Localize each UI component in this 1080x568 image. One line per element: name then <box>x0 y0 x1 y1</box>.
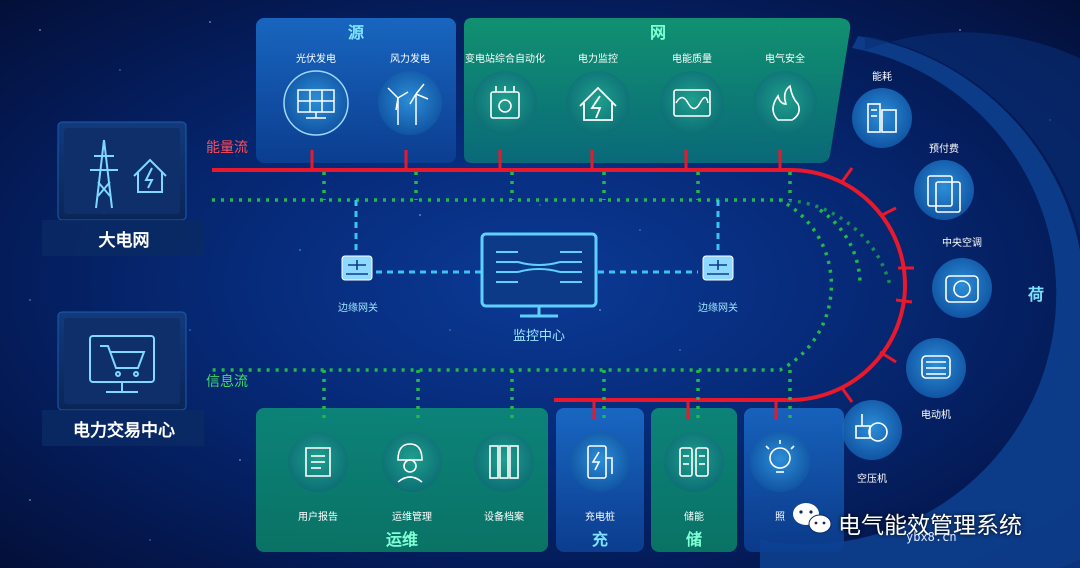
storage-item-label: 储能 <box>684 510 704 523</box>
fire-icon <box>772 84 800 121</box>
solar-panel-icon <box>297 89 335 119</box>
energy-storage-icon-bg <box>664 432 724 492</box>
battery-icon <box>679 447 709 477</box>
substation-icon <box>490 86 520 119</box>
source-item-label: 风力发电 <box>390 52 430 65</box>
worker-helmet-icon <box>397 443 423 483</box>
shopping-cart-icon <box>89 335 155 393</box>
buildings-icon <box>867 103 897 133</box>
source-header: 源 <box>348 23 364 42</box>
solar-panel-icon-bg <box>283 70 349 136</box>
ops-management-icon-bg <box>382 432 442 492</box>
source-item-label: 光伏发电 <box>296 52 336 65</box>
router-arrows-icon <box>346 260 368 275</box>
lighting-icon-bg <box>750 432 810 492</box>
edge-gateway-right: 边缘网关 <box>698 255 738 314</box>
grid-item-label: 电能质量 <box>672 52 712 65</box>
air-conditioner-icon <box>945 275 979 303</box>
watermark-site: ybx8.cn <box>906 530 957 544</box>
trading-center-box: 电力交易中心 <box>42 311 204 446</box>
transmission-tower-icon <box>90 139 118 209</box>
load-items: 能耗 预付费 中央空调 电动机 空压机 荷 <box>842 70 1044 485</box>
charge-header: 充 <box>592 530 608 549</box>
central-ac-icon-bg <box>932 258 992 318</box>
house-icon <box>133 158 167 193</box>
ops-item-label: 用户报告 <box>298 510 338 523</box>
grid-panel: 网 变电站综合自动化 电力监控 电能质量 电气安全 <box>464 18 851 163</box>
source-panel: 源 光伏发电 风力发电 <box>256 18 456 163</box>
ops-item-label: 运维管理 <box>392 510 432 523</box>
edge-gateway-left: 边缘网关 <box>338 255 378 314</box>
storage-header: 储 <box>685 530 702 549</box>
grid-item-label: 电力监控 <box>578 52 618 65</box>
big-grid-label: 大电网 <box>99 230 150 251</box>
waveform-icon <box>673 89 711 117</box>
energy-flow-label: 能量流 <box>206 140 248 156</box>
charge-panel: 充电桩 充 <box>556 408 644 552</box>
energy-flow-line <box>212 168 907 402</box>
load-item-label: 照 <box>775 511 785 523</box>
grid-item-label: 电气安全 <box>765 52 805 65</box>
light-bulb-icon <box>765 440 795 473</box>
ops-item-label: 设备档案 <box>484 510 524 523</box>
edge-gateway-label: 边缘网关 <box>338 301 378 314</box>
ops-panel: 用户报告 运维管理 设备档案 运维 <box>256 408 548 552</box>
grid-header: 网 <box>650 23 666 42</box>
equipment-archive-icon-bg <box>474 432 534 492</box>
wechat-icon <box>793 503 832 534</box>
energy-flow-taps <box>310 150 914 420</box>
motor-icon <box>921 355 951 379</box>
trading-center-label: 电力交易中心 <box>73 420 175 441</box>
compressor-icon <box>855 414 888 442</box>
prepaid-card-icon <box>927 175 961 213</box>
info-flow-line <box>212 172 892 420</box>
load-item-label: 电动机 <box>921 408 951 421</box>
lighting-panel: 照 <box>744 408 844 552</box>
load-item-label: 中央空调 <box>942 236 982 249</box>
wind-turbine-icon <box>387 83 429 125</box>
grid-item-label: 变电站综合自动化 <box>465 52 545 65</box>
data-links <box>354 200 720 274</box>
monitor-center: 监控中心 <box>480 232 598 344</box>
load-side-label: 荷 <box>1028 285 1044 304</box>
prepaid-icon-bg <box>914 160 974 220</box>
charging-pile-icon-bg <box>570 432 630 492</box>
power-monitor-icon-bg <box>566 71 630 135</box>
info-flow-label: 信息流 <box>206 373 248 390</box>
monitor-center-label: 监控中心 <box>513 329 565 344</box>
edge-gateway-label: 边缘网关 <box>698 301 738 314</box>
ev-charger-icon <box>587 445 613 479</box>
house-bolt-icon <box>579 86 617 121</box>
load-item-label: 预付费 <box>929 142 959 155</box>
load-band-outer <box>865 32 1080 568</box>
storage-panel: 储能 储 <box>651 408 737 552</box>
load-item-label: 能耗 <box>872 70 892 83</box>
substation-icon-bg <box>473 71 537 135</box>
binders-icon <box>489 445 519 479</box>
watermark-text: 电气能效管理系统 <box>838 513 1022 539</box>
power-quality-icon-bg <box>660 71 724 135</box>
load-band <box>760 36 1080 568</box>
report-scroll-icon <box>305 447 331 477</box>
network-switch-icon <box>496 251 582 283</box>
load-item-label: 空压机 <box>857 472 887 485</box>
big-grid-box: 大电网 <box>42 121 204 256</box>
charge-item-label: 充电桩 <box>585 510 615 523</box>
air-compressor-icon-bg <box>842 400 902 460</box>
ops-header: 运维 <box>386 530 418 549</box>
router-arrows-icon <box>707 260 729 275</box>
